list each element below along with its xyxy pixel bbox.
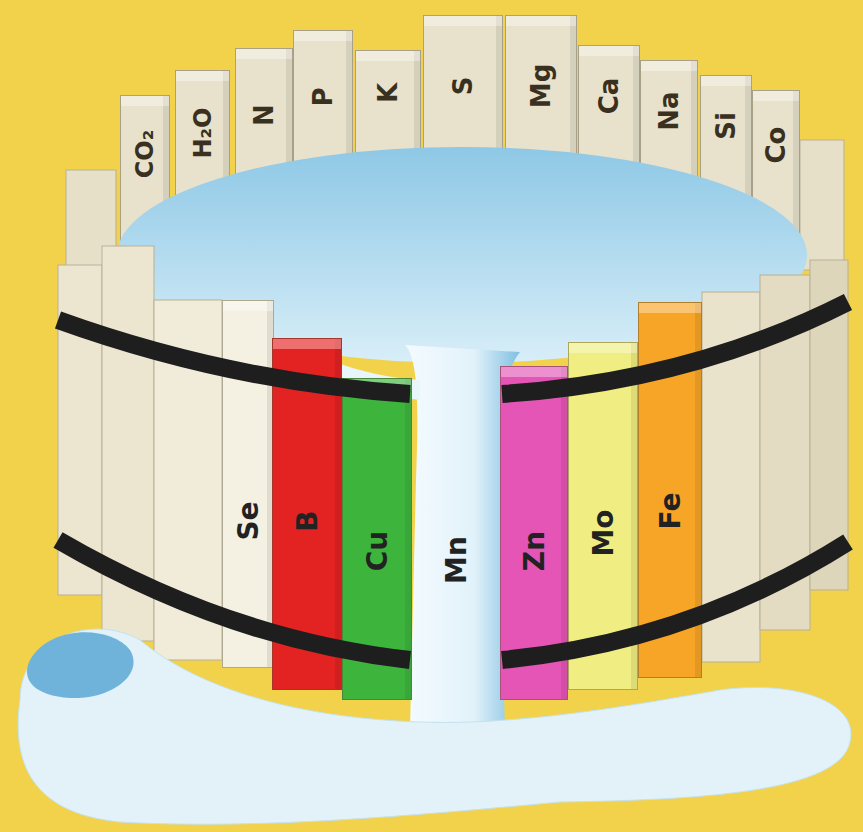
element-symbol: Na: [654, 91, 684, 130]
element-symbol: K: [373, 83, 403, 103]
element-symbol: Si: [711, 112, 741, 140]
element-symbol: Mo: [587, 509, 620, 556]
water-puddle: [27, 632, 134, 698]
element-symbol: Mn: [440, 536, 473, 584]
element-symbol: Cu: [361, 531, 394, 571]
element-symbol: Se: [232, 501, 265, 540]
element-symbol: Zn: [518, 531, 551, 571]
element-symbol: B: [291, 510, 324, 531]
element-symbol: Mg: [526, 64, 556, 108]
element-symbol: S: [448, 77, 478, 96]
element-symbol: H₂O: [189, 108, 217, 159]
element-symbol: Fe: [654, 493, 687, 530]
water-puddle: [18, 629, 851, 824]
element-symbol: P: [308, 87, 338, 106]
element-symbol: Ca: [594, 78, 624, 115]
element-symbol: Co: [761, 127, 791, 164]
element-stave: Mn: [412, 420, 500, 705]
element-symbol: N: [249, 104, 279, 126]
element-symbol: CO₂: [131, 130, 159, 179]
